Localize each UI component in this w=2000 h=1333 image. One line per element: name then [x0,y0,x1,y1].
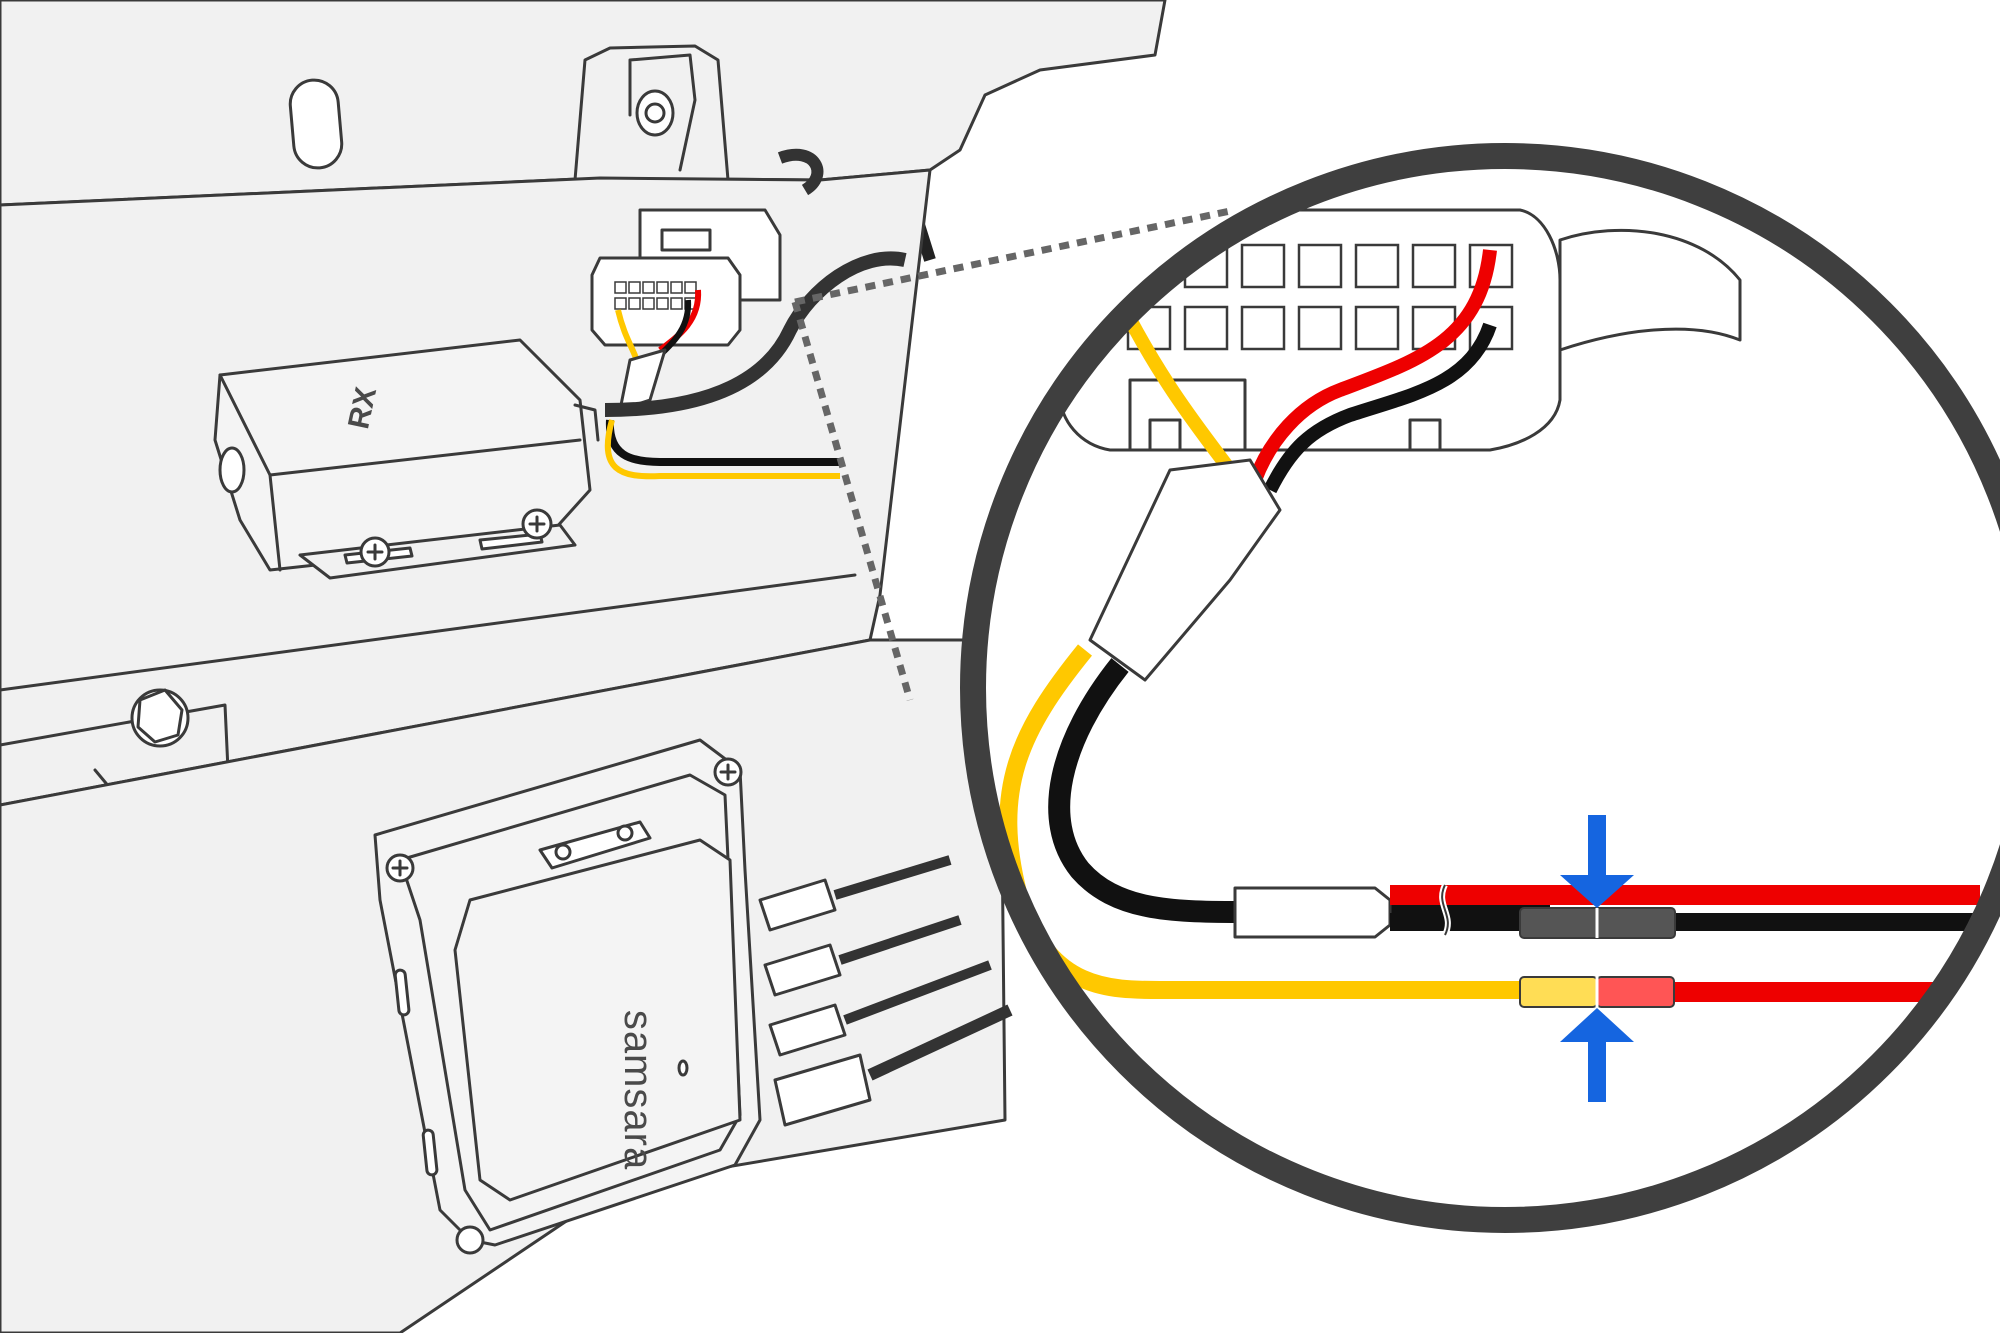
screw-icon [455,1225,485,1255]
cable-connectors [758,855,1013,1127]
gateway-brand-label: samsara [616,1010,660,1170]
screw-icon [521,508,553,540]
up-arrow-icon [1560,1008,1634,1102]
magnifier-ring [960,143,2000,1233]
down-arrow-icon [1560,815,1634,908]
hex-bolt-icon [130,688,190,748]
callout-lines [791,206,1236,701]
gateway-device: samsara [373,738,1013,1255]
obd-connector-small [590,148,907,480]
screw-icon [385,853,415,883]
rx-receiver-module: RX [213,338,600,580]
screw-icon [713,757,743,787]
magnified-detail [960,143,2000,1233]
screw-icon [359,536,391,568]
